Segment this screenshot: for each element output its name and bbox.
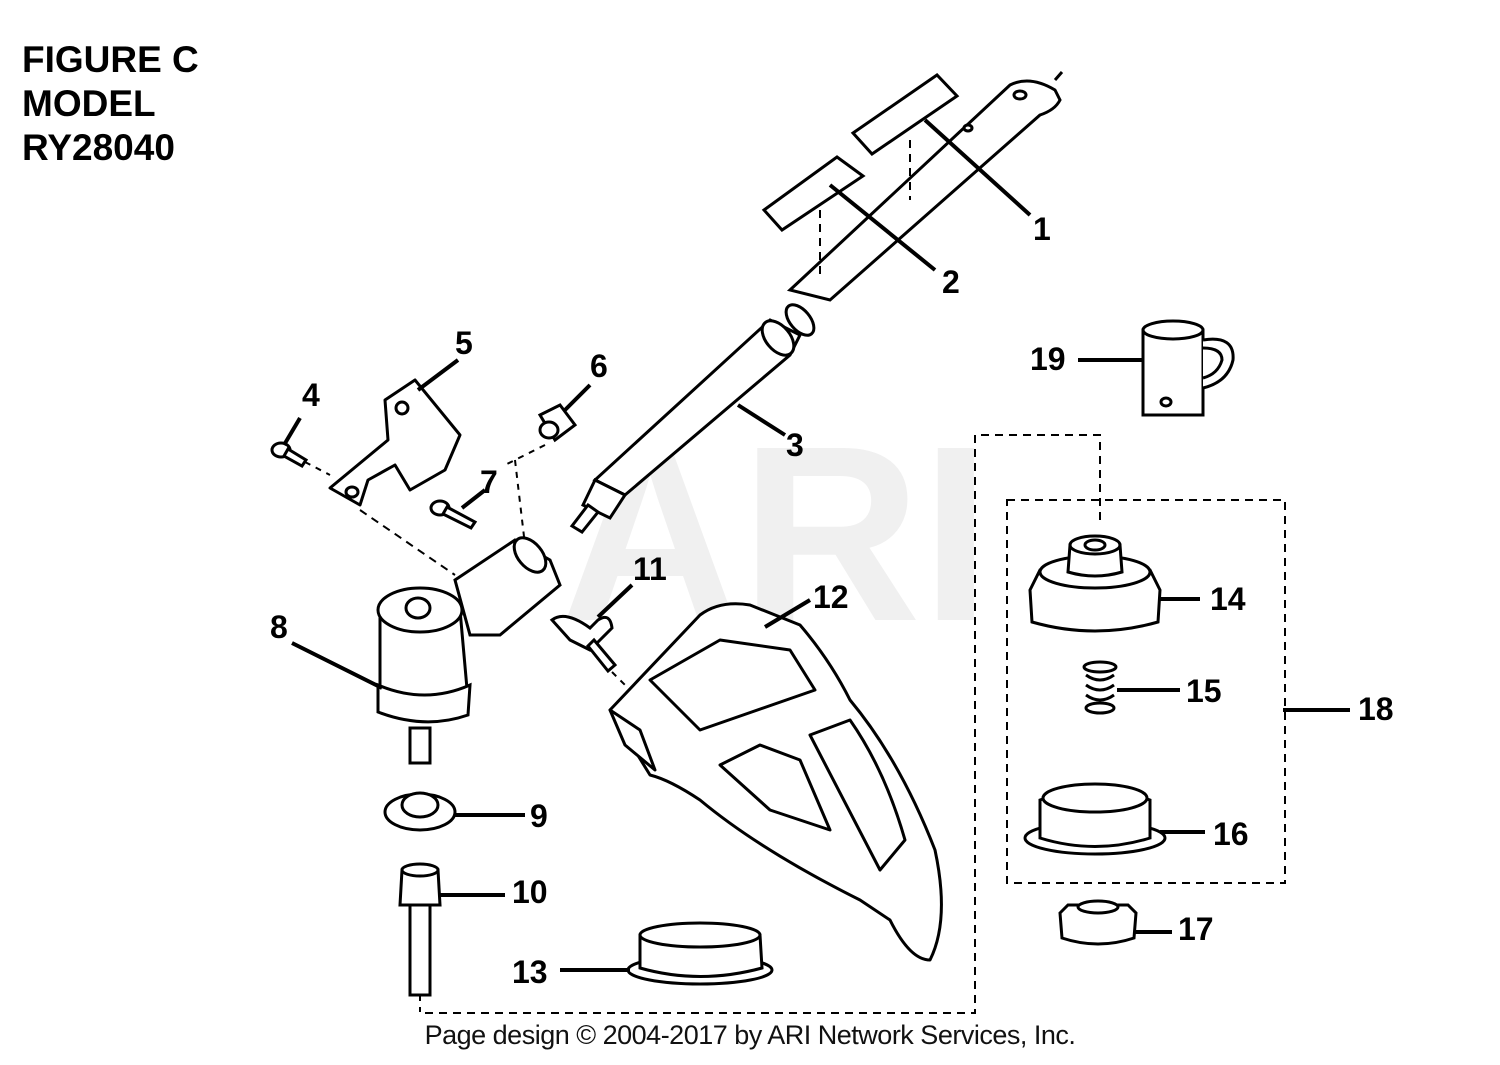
callout-19: 19	[1030, 341, 1066, 377]
callout-8: 8	[270, 609, 288, 645]
spool-assembly-boundary	[1006, 499, 1286, 884]
part-15-spring	[1082, 660, 1118, 715]
part-19-tool	[1141, 319, 1235, 417]
part-14-spool-cover	[1028, 534, 1162, 633]
part-5-bracket	[328, 378, 462, 507]
callout-2: 2	[942, 264, 960, 300]
callout-15: 15	[1186, 673, 1222, 709]
figure-label: FIGURE C	[22, 39, 199, 80]
part-9-washer	[383, 791, 457, 832]
part-11-wing-bolt	[549, 614, 618, 674]
part-7-bolt	[429, 499, 478, 530]
callout-3: 3	[786, 427, 804, 463]
callout-16: 16	[1213, 816, 1249, 852]
callout-7: 7	[480, 464, 498, 500]
figure-title-block: FIGURE C MODEL RY28040	[22, 38, 199, 170]
part-1-upper-shaft	[786, 71, 1064, 302]
assembly-boundary	[425, 434, 1101, 1014]
part-6-spacer	[537, 403, 578, 443]
callout-17: 17	[1178, 911, 1214, 947]
callout-10: 10	[512, 874, 548, 910]
callout-9: 9	[530, 798, 548, 834]
part-2-decals	[761, 73, 960, 232]
part-3-lower-shaft	[569, 303, 816, 534]
model-label: MODEL	[22, 83, 156, 124]
leader-lines	[282, 118, 1350, 972]
callout-13: 13	[512, 954, 548, 990]
part-17-bump-knob	[1058, 899, 1138, 946]
part-16-spool	[1023, 782, 1167, 856]
part-5-dashed-guide	[359, 509, 456, 576]
part-4-dashed-guide	[304, 461, 331, 476]
callout-4: 4	[302, 377, 320, 413]
part-10-nut	[398, 862, 442, 997]
callout-11: 11	[633, 551, 667, 587]
part-12-guard	[608, 602, 943, 962]
callout-12: 12	[813, 579, 849, 615]
part-6-dashed-guide-2	[514, 459, 526, 546]
part-8-gearbox	[376, 536, 562, 765]
callout-5: 5	[455, 325, 473, 361]
callout-18: 18	[1358, 691, 1394, 727]
part-6-dashed-guide	[504, 444, 546, 466]
callout-1: 1	[1033, 211, 1051, 247]
part-13-spool-hub	[626, 921, 774, 986]
callout-14: 14	[1210, 581, 1246, 617]
part-2-dashed-guides	[819, 140, 911, 275]
model-number: RY28040	[22, 127, 175, 168]
part-4-screw	[270, 441, 309, 468]
copyright-footer: Page design © 2004-2017 by ARI Network S…	[424, 1020, 1076, 1050]
callout-6: 6	[590, 348, 608, 384]
